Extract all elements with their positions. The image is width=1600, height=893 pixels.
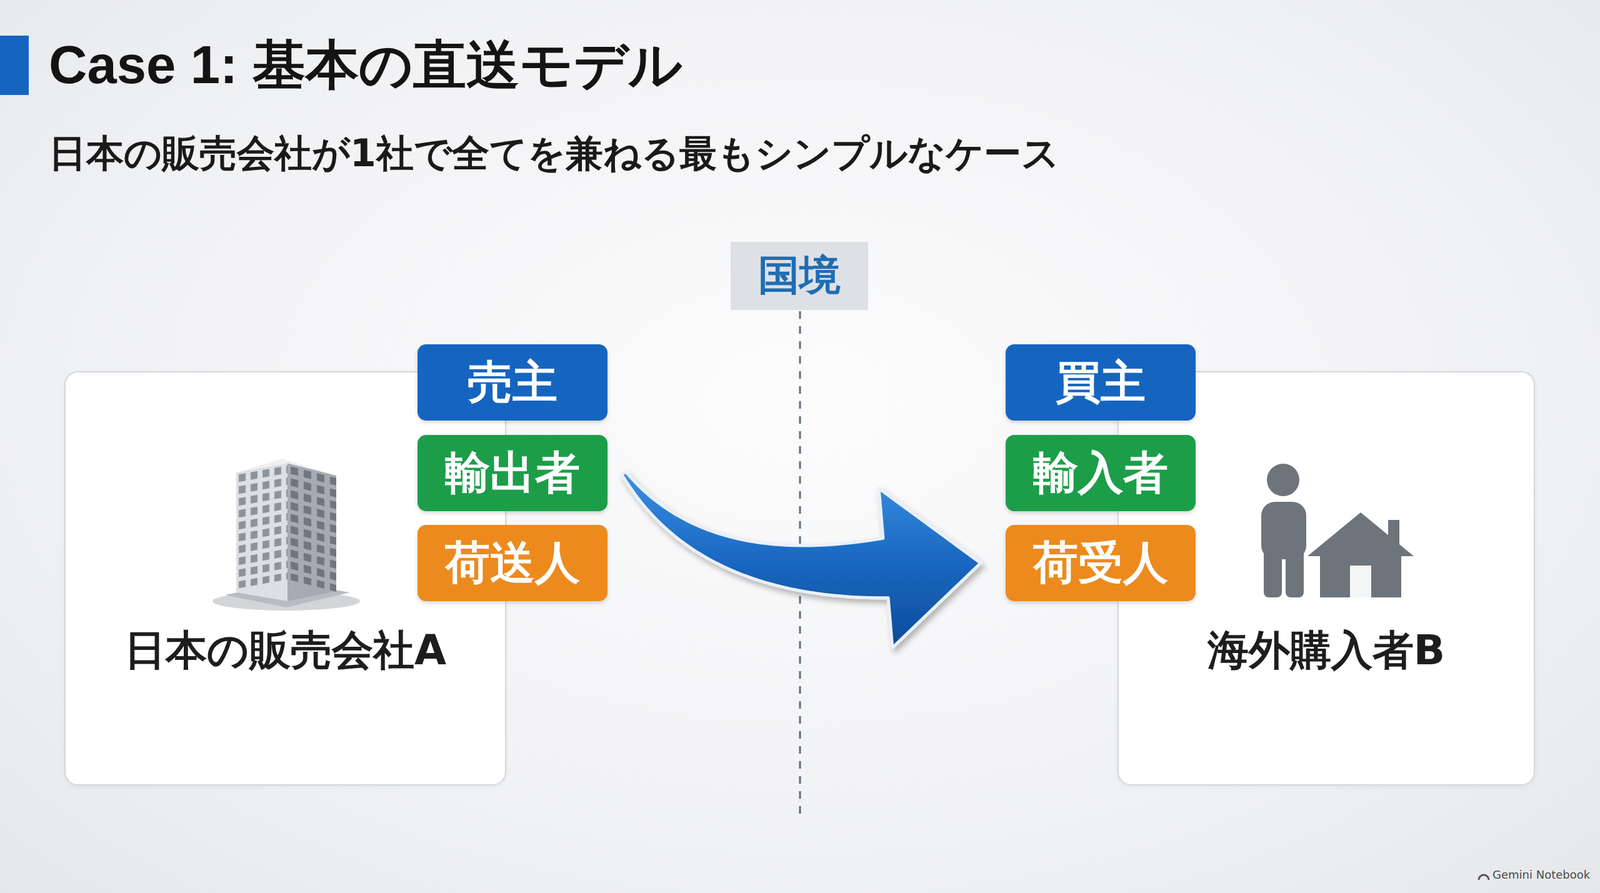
role-tag: 荷送人: [417, 525, 608, 602]
role-name: 荷送人: [445, 538, 580, 588]
role-name: 買主: [1055, 357, 1146, 407]
party-name: 日本の販売会社A: [65, 625, 505, 675]
border-label-box: 国境: [730, 241, 869, 310]
watermark-icon: [1478, 875, 1489, 880]
role-name: 売主: [467, 357, 558, 407]
role-tag: 売主: [417, 344, 608, 421]
flow-arrow: [621, 471, 981, 649]
role-tag: 荷受人: [1005, 525, 1196, 602]
role-name: 輸出者: [445, 448, 580, 498]
title-accent-bar: [0, 35, 29, 95]
subtitle: 日本の販売会社が1社で全てを兼ねる最もシンプルなケース: [48, 131, 1549, 175]
role-name: 荷受人: [1033, 538, 1169, 588]
slide-title: Case 1: 基本の直送モデル: [48, 34, 1487, 96]
party-panel: 日本の販売会社A売主輸出者荷送人: [64, 371, 507, 786]
connector-layer: [621, 471, 981, 649]
border-line: [799, 311, 802, 817]
party-panel: 海外購入者B買主輸入者荷受人: [1117, 371, 1535, 786]
role-tag: 輸入者: [1005, 435, 1196, 512]
watermark: Gemini Notebook: [1492, 868, 1599, 882]
role-tag: 買主: [1005, 344, 1196, 421]
border-label: 国境: [758, 253, 841, 299]
role-name: 輸入者: [1033, 448, 1169, 498]
party-name: 海外購入者B: [1118, 625, 1534, 675]
role-tag: 輸出者: [417, 435, 608, 512]
